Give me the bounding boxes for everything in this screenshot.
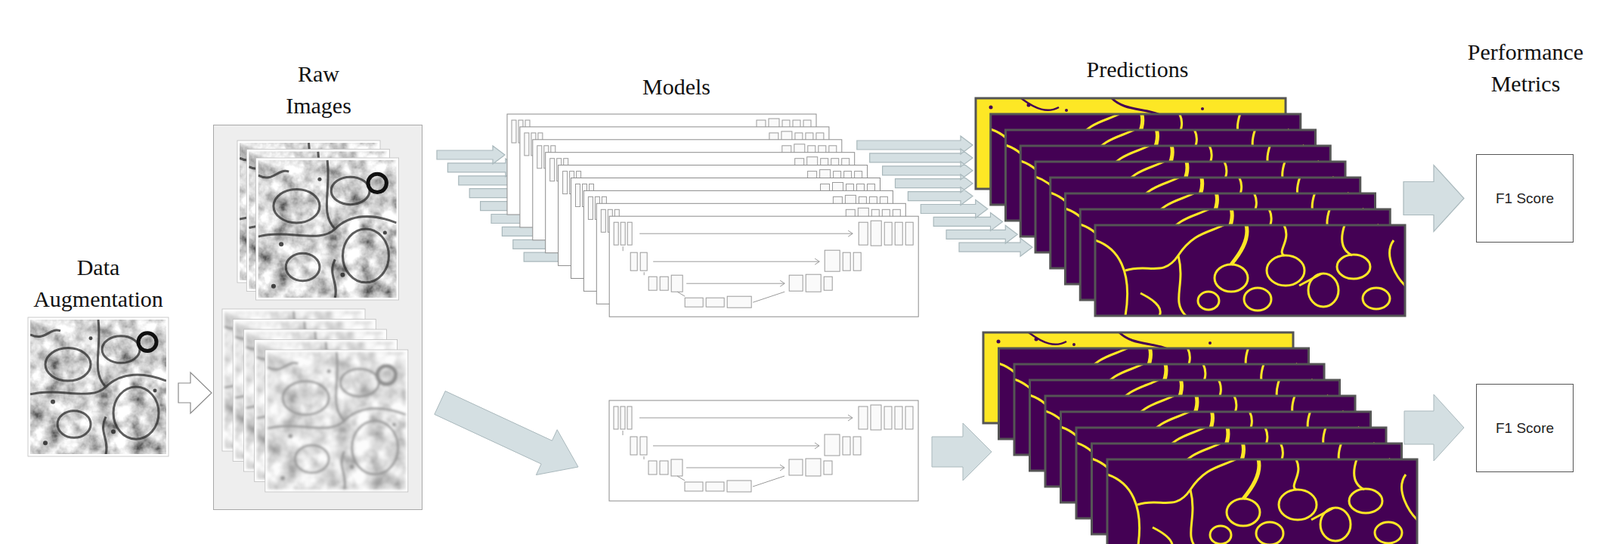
stage-heading: Raw Images [269, 58, 369, 122]
em-image [27, 317, 169, 457]
flow-arrow [1403, 165, 1464, 233]
metric-box: Performance MetricsF1 Score [1476, 154, 1574, 243]
metric-box: F1 Score [1476, 383, 1574, 473]
flow-arrow [1404, 394, 1464, 462]
stage-heading: Performance Metrics [1457, 36, 1594, 100]
prediction-frame [1095, 225, 1406, 316]
augmented-em-image [265, 349, 409, 493]
model-stack: Models [507, 114, 919, 317]
metric-label: F1 Score [1495, 189, 1554, 208]
panel-ground [213, 124, 423, 511]
model-frame [609, 400, 919, 502]
flow-arrow [434, 391, 579, 476]
flow-arrow [178, 372, 212, 414]
augmented-image: Data Augmentation [30, 319, 167, 455]
model-frame [609, 216, 919, 317]
stage-heading: Data Augmentation [26, 251, 171, 316]
em-image [256, 157, 400, 301]
stage-heading: Models [642, 71, 711, 103]
prediction-frame [1107, 459, 1418, 544]
flow-arrow [931, 423, 992, 481]
prediction-stack: Predictions [975, 98, 1406, 316]
metric-label: F1 Score [1495, 419, 1554, 438]
stage-heading: Predictions [1086, 53, 1189, 86]
raw-image-panel: Raw Images [213, 124, 423, 511]
